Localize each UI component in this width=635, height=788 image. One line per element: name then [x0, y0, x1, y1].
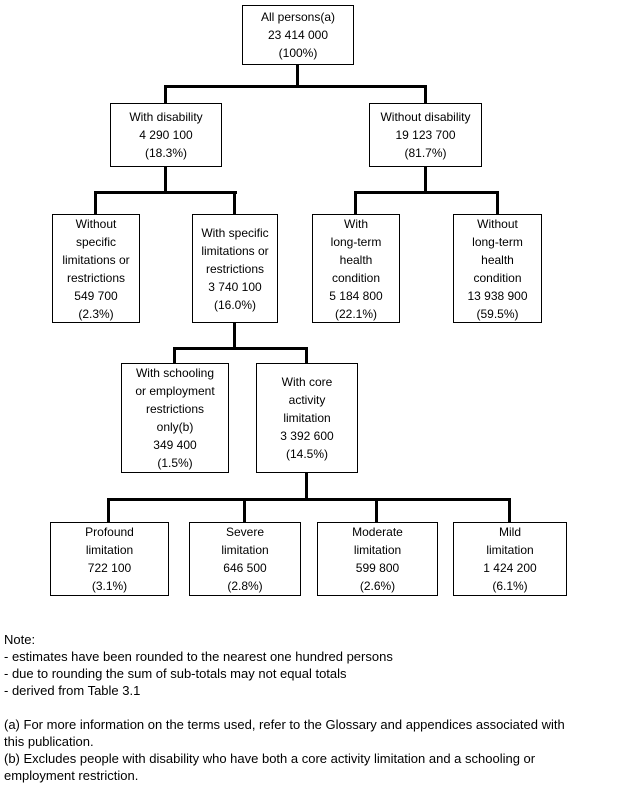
note-line: - derived from Table 3.1 [4, 683, 141, 698]
connector-line [508, 498, 511, 523]
node-profound-limitation: Profound limitation 722 100 (3.1%) [50, 522, 169, 596]
connector-line [107, 498, 511, 501]
connector-line [164, 166, 167, 192]
node-percent: (14.5%) [285, 447, 329, 461]
node-label: With long-term health condition [330, 216, 382, 285]
connector-line [164, 85, 427, 88]
connector-line [496, 191, 499, 215]
connector-line [164, 85, 167, 104]
node-label: Without disability [380, 110, 471, 124]
connector-line [375, 498, 378, 523]
node-severe-limitation: Severe limitation 646 500 (2.8%) [189, 522, 301, 596]
connector-line [424, 166, 427, 192]
node-core-activity-limitation: With core activity limitation 3 392 600 … [256, 363, 358, 473]
node-without-specific-limitations: Without specific limitations or restrict… [52, 214, 140, 323]
node-all-persons: All persons(a) 23 414 000 (100%) [242, 5, 354, 65]
node-label: With specific limitations or restriction… [201, 225, 269, 276]
connector-line [296, 62, 299, 86]
node-percent: (2.6%) [359, 579, 396, 593]
node-count: 549 700 [74, 288, 118, 303]
node-label: Without long-term health condition [472, 216, 523, 285]
node-percent: (81.7%) [404, 146, 447, 160]
node-mild-limitation: Mild limitation 1 424 200 (6.1%) [453, 522, 567, 596]
node-count: 349 400 [153, 438, 197, 452]
node-count: 646 500 [223, 561, 267, 575]
node-count: 3 740 100 [208, 279, 262, 294]
node-percent: (2.3%) [78, 306, 114, 321]
node-percent: (6.1%) [492, 579, 528, 593]
node-percent: (18.3%) [144, 146, 188, 160]
node-count: 1 424 200 [483, 561, 537, 575]
footnote-a: (a) For more information on the terms us… [4, 717, 565, 749]
node-label: Moderate limitation [352, 525, 403, 557]
node-without-long-term-health-condition: Without long-term health condition 13 93… [453, 214, 542, 323]
node-label: Mild limitation [486, 525, 534, 557]
connector-line [233, 191, 236, 215]
node-count: 23 414 000 [267, 28, 329, 42]
node-percent: (1.5%) [157, 456, 193, 470]
connector-line [94, 191, 97, 215]
node-label: Without specific limitations or restrict… [62, 216, 130, 285]
connector-line [173, 347, 176, 364]
node-count: 13 938 900 [467, 288, 528, 303]
connector-line [173, 347, 308, 350]
node-count: 722 100 [87, 561, 132, 575]
node-label: Profound limitation [85, 525, 134, 557]
connector-line [424, 85, 427, 104]
note-line: - due to rounding the sum of sub-totals … [4, 666, 347, 681]
node-count: 19 123 700 [395, 128, 456, 142]
connector-line [107, 498, 110, 523]
node-percent: (2.8%) [227, 579, 263, 593]
node-label: Severe limitation [221, 525, 269, 557]
node-without-disability: Without disability 19 123 700 (81.7%) [369, 103, 482, 167]
node-moderate-limitation: Moderate limitation 599 800 (2.6%) [317, 522, 438, 596]
node-count: 3 392 600 [280, 429, 334, 443]
node-schooling-employment-restrictions-only: With schooling or employment restriction… [121, 363, 229, 473]
node-count: 5 184 800 [329, 288, 383, 303]
notes-section: Note: - estimates have been rounded to t… [4, 631, 630, 784]
node-percent: (59.5%) [476, 306, 519, 321]
notes-heading: Note: [4, 632, 36, 647]
note-line: - estimates have been rounded to the nea… [4, 649, 393, 664]
footnote-b: (b) Excludes people with disability who … [4, 751, 536, 783]
node-with-long-term-health-condition: With long-term health condition 5 184 80… [312, 214, 400, 323]
connector-line [305, 472, 308, 499]
node-label: All persons(a) [260, 10, 336, 24]
node-percent: (100%) [278, 46, 318, 60]
node-count: 599 800 [355, 561, 400, 575]
node-with-disability: With disability 4 290 100 (18.3%) [110, 103, 222, 167]
node-count: 4 290 100 [139, 128, 193, 142]
connector-line [94, 191, 237, 194]
footnotes: (a) For more information on the terms us… [4, 716, 630, 784]
connector-line [305, 347, 308, 364]
node-label: With schooling or employment restriction… [135, 366, 215, 434]
connector-line [354, 191, 499, 194]
node-with-specific-limitations: With specific limitations or restriction… [192, 214, 278, 323]
node-label: With disability [129, 110, 203, 124]
node-percent: (22.1%) [334, 306, 378, 321]
connector-line [243, 498, 246, 523]
node-percent: (3.1%) [91, 579, 128, 593]
node-label: With core activity limitation [281, 375, 333, 425]
node-percent: (16.0%) [213, 297, 257, 312]
connector-line [233, 322, 236, 348]
connector-line [354, 191, 357, 215]
